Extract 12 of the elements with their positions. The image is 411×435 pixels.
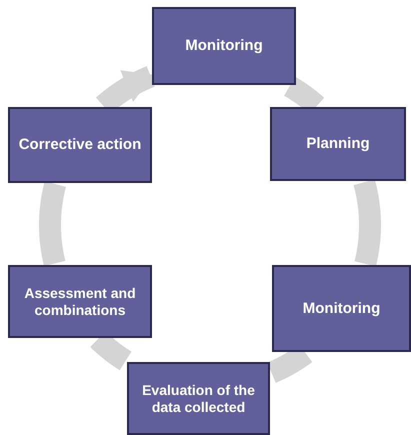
process-box bbox=[127, 362, 270, 435]
process-box bbox=[152, 7, 296, 85]
process-box bbox=[270, 107, 406, 181]
box-label: Assessment and combinations bbox=[23, 285, 137, 318]
process-box bbox=[272, 265, 411, 352]
process-box bbox=[8, 107, 152, 183]
box-label: Corrective action bbox=[18, 136, 142, 154]
process-box bbox=[8, 265, 152, 338]
box-label: Monitoring bbox=[184, 37, 264, 55]
box-label: Monitoring bbox=[302, 300, 382, 318]
box-label: Evaluation of the data collected bbox=[141, 382, 256, 415]
box-label: Planning bbox=[305, 135, 371, 153]
